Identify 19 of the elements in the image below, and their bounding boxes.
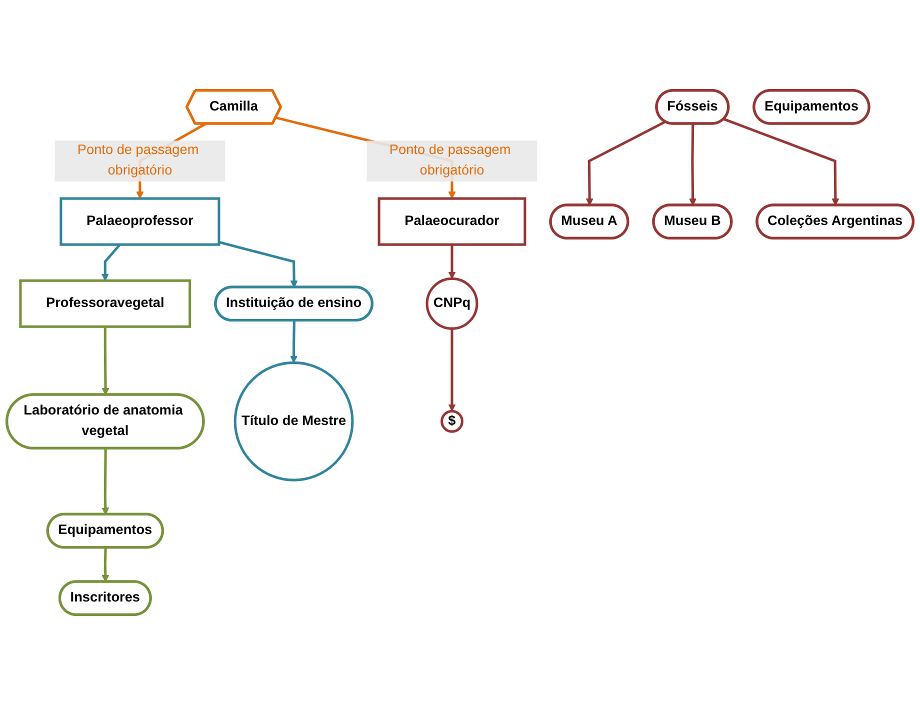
arrow	[586, 120, 666, 206]
edge-label: Ponto de passagem obrigatório	[389, 143, 511, 178]
arrow	[101, 244, 121, 281]
node-circle: $	[440, 410, 464, 433]
node-box: Professoravegetal	[19, 279, 192, 328]
node-box: Palaeocurador	[378, 197, 526, 246]
arrow	[218, 240, 298, 288]
node-circle: CNPq	[426, 277, 478, 330]
arrow	[689, 124, 697, 206]
arrow	[723, 118, 840, 206]
node-circle: Título de Mestre	[234, 361, 354, 482]
arrow	[102, 448, 110, 515]
arrow	[448, 244, 456, 279]
arrow	[102, 326, 110, 396]
arrow	[290, 320, 298, 364]
arrow	[448, 328, 456, 412]
edge-label: Ponto de passagem obrigatório	[77, 143, 199, 178]
arrow	[102, 548, 110, 582]
node-box: Palaeoprofessor	[60, 197, 220, 246]
